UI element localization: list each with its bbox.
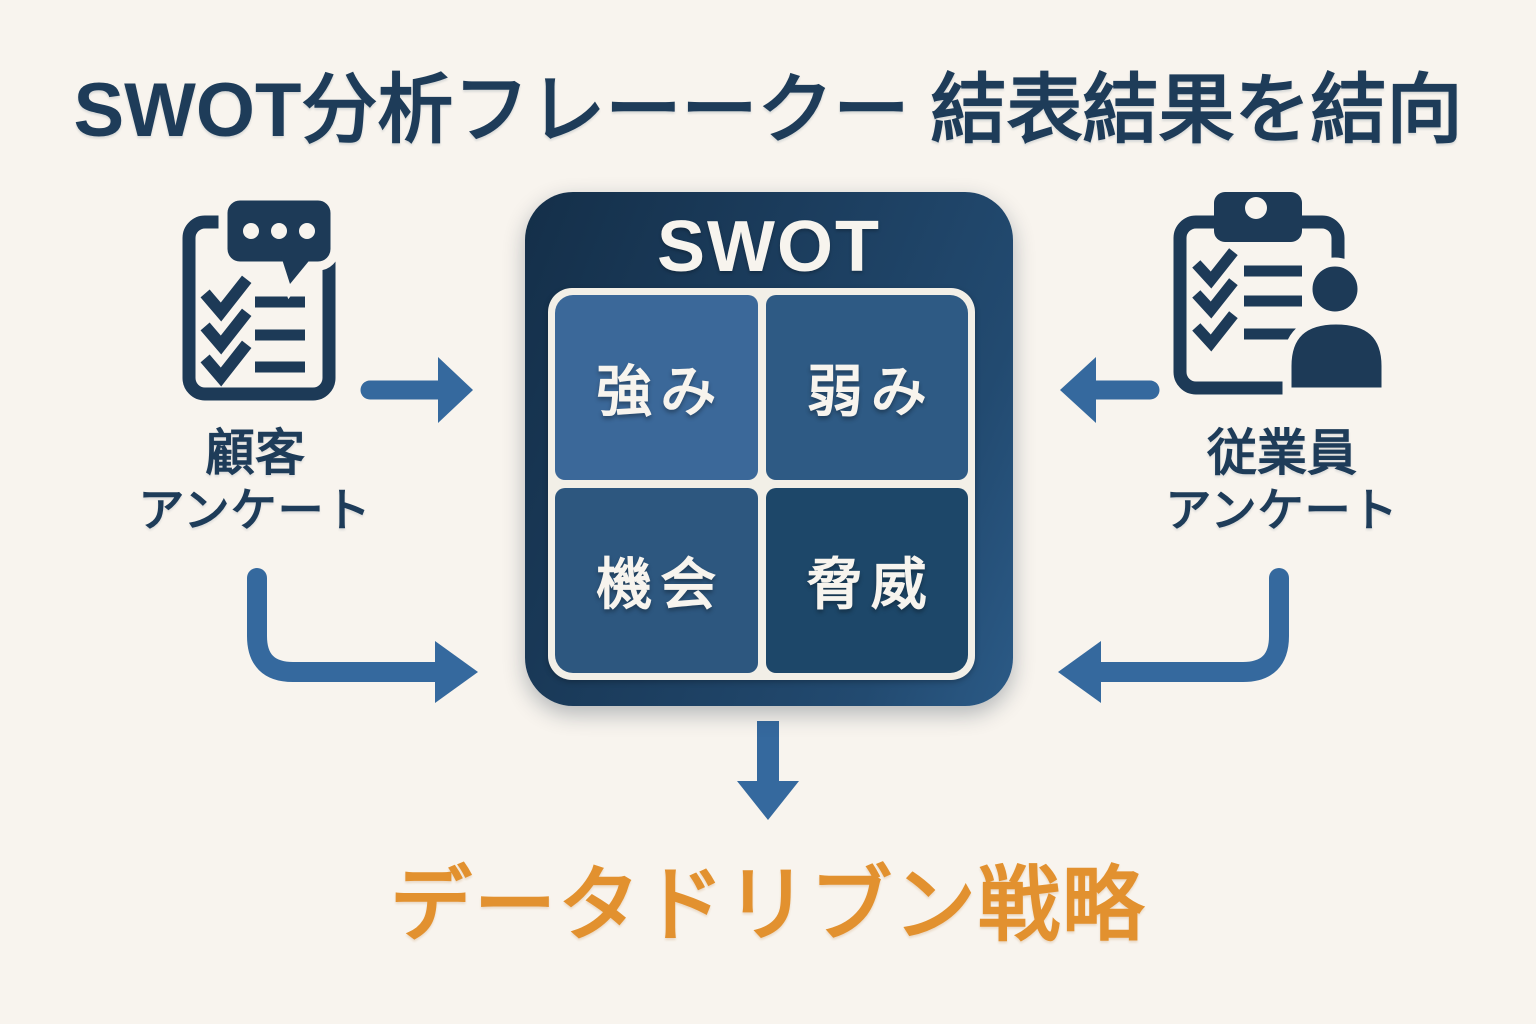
outcome-label: データドリブン戦略 — [389, 860, 1146, 951]
swot-box-header: SWOT — [657, 207, 881, 287]
arrow-curved-left-to-swot-icon — [247, 568, 478, 703]
arrow-curved-right-to-swot-icon — [1058, 568, 1289, 703]
arrow-right-to-swot-icon — [1060, 357, 1160, 423]
swot-box: SWOT 強み 弱み 機会 脅威 — [525, 192, 1013, 706]
quadrant-weaknesses: 弱み — [765, 295, 968, 480]
employee-survey-icon — [1173, 192, 1391, 397]
arrow-swot-to-outcome-icon — [737, 721, 799, 820]
page-title: SWOT分析フレーークー 結表結果を結向 — [73, 68, 1463, 153]
person-icon — [1282, 257, 1391, 397]
speech-bubble-icon — [218, 191, 340, 300]
customer-survey-label-line2: アンケート — [138, 484, 372, 536]
quadrant-strengths: 強み — [555, 295, 758, 480]
employee-survey-label-line1: 従業員 — [1207, 425, 1357, 481]
customer-survey-icon — [182, 191, 340, 401]
customer-survey-label-line1: 顧客 — [205, 425, 305, 481]
swot-quadrant-grid: 強み 弱み 機会 脅威 — [548, 288, 975, 680]
quadrant-threats: 脅威 — [765, 488, 968, 673]
customer-survey-label: 顧客 アンケート — [95, 424, 415, 537]
clipboard-clip-icon — [1214, 192, 1302, 242]
quadrant-opportunities: 機会 — [555, 488, 758, 673]
employee-survey-label-line2: アンケート — [1165, 484, 1399, 536]
employee-survey-label: 従業員 アンケート — [1122, 424, 1442, 537]
arrow-left-to-swot-icon — [360, 357, 473, 423]
